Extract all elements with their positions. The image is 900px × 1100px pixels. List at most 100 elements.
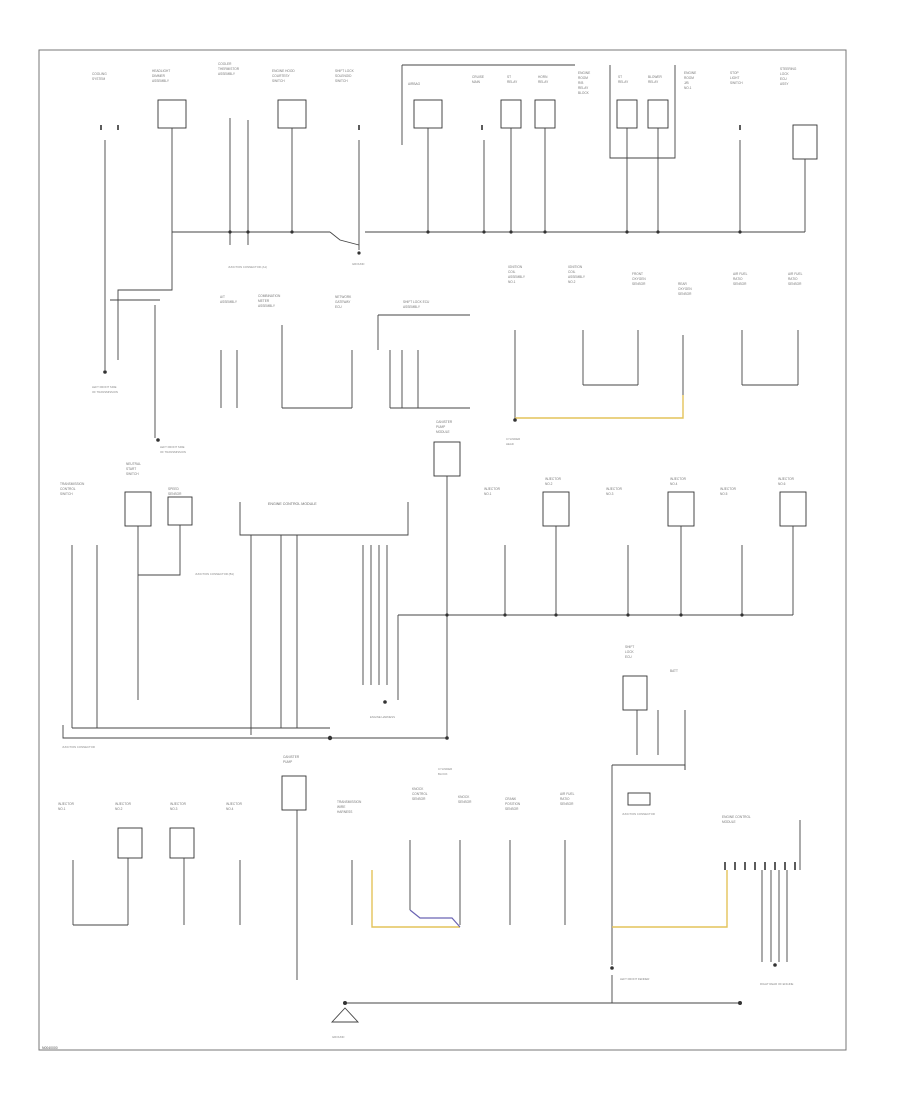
svg-text:SWITCH: SWITCH [730,81,743,85]
injector-4-component [667,491,695,527]
svg-text:COOLING: COOLING [92,72,107,76]
svg-text:HEAD: HEAD [506,442,514,446]
hood-switch-component [277,99,307,129]
svg-text:REAR: REAR [678,282,688,286]
svg-text:BLOCK: BLOCK [438,772,448,776]
svg-text:STOP: STOP [730,71,739,75]
svg-text:SENSOR: SENSOR [678,292,692,296]
svg-text:NO.1: NO.1 [684,86,692,90]
svg-text:NO.4: NO.4 [670,482,678,486]
svg-text:NO.4: NO.4 [226,807,234,811]
svg-text:INJECTOR: INJECTOR [670,477,687,481]
svg-text:NO.3: NO.3 [606,492,614,496]
svg-text:PUMP: PUMP [283,760,292,764]
svg-text:JUNCTION CONNECTOR: JUNCTION CONNECTOR [62,745,95,749]
svg-text:RELAY: RELAY [538,80,549,84]
svg-text:STEERING: STEERING [780,67,797,71]
svg-text:COIL: COIL [568,270,576,274]
svg-text:SPEED: SPEED [168,487,180,491]
junction-connector-right [627,792,651,806]
svg-text:ST: ST [618,75,622,79]
svg-text:GROUND: GROUND [352,262,364,266]
injector-b3-component [169,827,195,859]
svg-text:SENSOR: SENSOR [458,800,472,804]
svg-text:BLOCK: BLOCK [578,91,590,95]
svg-text:SENSOR: SENSOR [168,492,182,496]
horn-relay-component [534,99,556,129]
svg-text:INJECTOR: INJECTOR [778,477,795,481]
st-relay-2-component [616,99,638,129]
svg-text:LOCK: LOCK [780,72,790,76]
svg-text:RATIO: RATIO [788,277,798,281]
svg-text:HORN: HORN [538,75,548,79]
steering-lock-component [792,124,818,160]
svg-text:INJECTOR: INJECTOR [484,487,501,491]
canister-pump-component [433,441,461,477]
svg-text:PUMP: PUMP [436,425,445,429]
svg-text:NO.6: NO.6 [778,482,786,486]
svg-text:ASSEMBLY: ASSEMBLY [508,275,526,279]
document-code: N0040000 [42,1046,58,1050]
svg-text:SWITCH: SWITCH [60,492,73,496]
svg-text:KNOCK: KNOCK [412,787,424,791]
svg-text:BLOWER: BLOWER [648,75,663,79]
svg-text:AIR FUEL: AIR FUEL [788,272,803,276]
svg-text:RATIO: RATIO [733,277,743,281]
svg-text:SOLENOID: SOLENOID [335,74,352,78]
svg-text:LOCK: LOCK [625,650,635,654]
svg-text:ROOM: ROOM [578,76,588,80]
svg-text:ROOM: ROOM [684,76,694,80]
svg-text:POSITION: POSITION [505,802,521,806]
svg-text:OXYGEN: OXYGEN [678,287,692,291]
svg-text:LEFT FRONT SIDE: LEFT FRONT SIDE [160,445,185,449]
airbag-component [413,99,443,129]
svg-text:CYLINDER: CYLINDER [506,437,520,441]
svg-text:TRANSMISSION: TRANSMISSION [60,482,85,486]
svg-text:NO.2: NO.2 [568,280,576,284]
svg-text:SHIFT: SHIFT [625,645,634,649]
svg-text:CRANK: CRANK [505,797,517,801]
svg-text:COOLER: COOLER [218,62,232,66]
svg-text:MODULE: MODULE [722,820,736,824]
svg-text:SENSOR: SENSOR [505,807,519,811]
st-relay-component [500,99,522,129]
svg-text:SWITCH: SWITCH [126,472,139,476]
svg-text:RELAY: RELAY [507,80,518,84]
svg-text:IGNITION: IGNITION [568,265,583,269]
svg-text:AIR FUEL: AIR FUEL [560,792,575,796]
svg-text:SENSOR: SENSOR [412,797,426,801]
svg-text:IGNITION: IGNITION [508,265,523,269]
svg-text:OXYGEN: OXYGEN [632,277,646,281]
shift-lock-ecu-component [622,675,648,711]
svg-text:INJECTOR: INJECTOR [720,487,737,491]
svg-text:CANISTER: CANISTER [436,420,453,424]
svg-text:COURTESY: COURTESY [272,74,291,78]
svg-text:SWITCH: SWITCH [335,79,348,83]
jc-mid-label: JUNCTION CONNECTOR (B1) [195,572,234,576]
headlight-dimmer-component [157,99,187,129]
svg-text:ECU: ECU [625,655,632,659]
svg-text:NO.1: NO.1 [508,280,516,284]
svg-text:NO.3: NO.3 [170,807,178,811]
svg-text:COMBINATION: COMBINATION [258,294,281,298]
ground-top-symbol: GROUND [352,251,364,266]
svg-text:SHIFT LOCK ECU: SHIFT LOCK ECU [403,300,430,304]
svg-text:SHIFT LOCK: SHIFT LOCK [335,69,355,73]
jc-right-label: JUNCTION CONNECTOR [622,812,655,816]
svg-text:MODULE: MODULE [436,430,450,434]
svg-text:R/B: R/B [578,81,583,85]
svg-text:SYSTEM: SYSTEM [92,77,105,81]
injector-2-component [542,491,570,527]
svg-text:LEFT FRONT SIDE: LEFT FRONT SIDE [92,385,117,389]
svg-text:NO.1: NO.1 [484,492,492,496]
svg-text:CYLINDER: CYLINDER [438,767,452,771]
svg-text:NEUTRAL: NEUTRAL [126,462,141,466]
svg-text:HARNESS: HARNESS [337,810,352,814]
svg-text:ASSEMBLY: ASSEMBLY [152,79,170,83]
canister-pump-b-component [281,775,307,811]
speed-sensor-component [167,496,193,526]
svg-text:AIRBAG: AIRBAG [408,82,421,86]
svg-text:MAIN: MAIN [472,80,481,84]
